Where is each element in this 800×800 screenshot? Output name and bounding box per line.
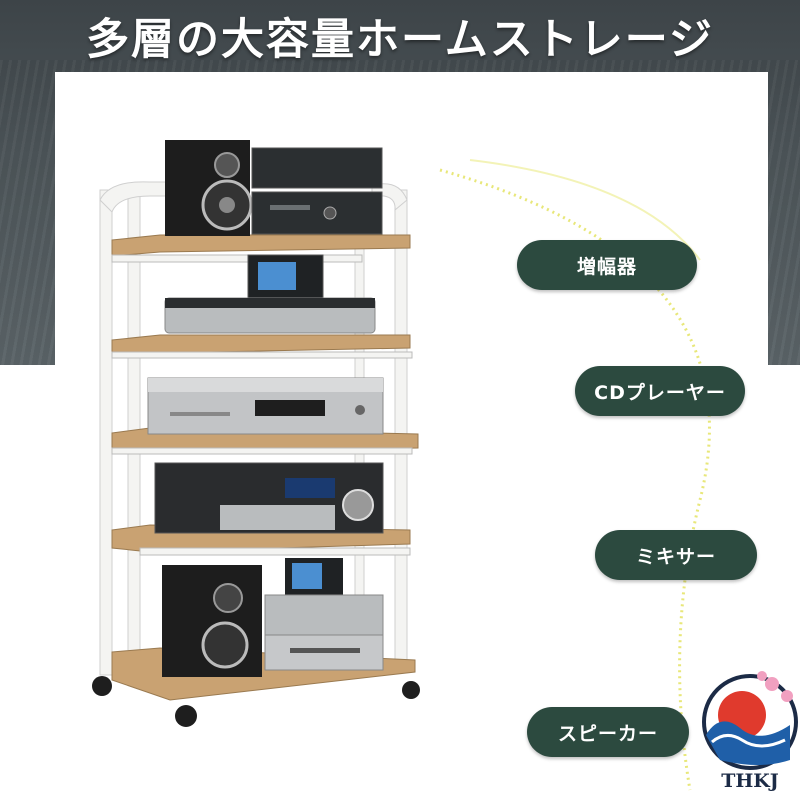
- bottom-speaker: [162, 565, 262, 677]
- bottom-device: [264, 558, 384, 671]
- label-amplifier: 増幅器: [517, 240, 697, 290]
- banner-title: 多層の大容量ホームストレージ: [86, 15, 714, 65]
- top-speaker: [165, 140, 253, 236]
- rack-casters: [92, 676, 420, 727]
- label-cd-player: CDプレーヤー: [575, 366, 745, 416]
- streamer-device: [164, 254, 376, 334]
- top-amplifier: [251, 147, 383, 235]
- label-speaker: スピーカー: [527, 707, 689, 757]
- logo-text: THKJ: [721, 770, 779, 792]
- receiver-device: [154, 462, 384, 534]
- cd-player-device: [147, 377, 384, 435]
- label-mixer: ミキサー: [595, 530, 757, 580]
